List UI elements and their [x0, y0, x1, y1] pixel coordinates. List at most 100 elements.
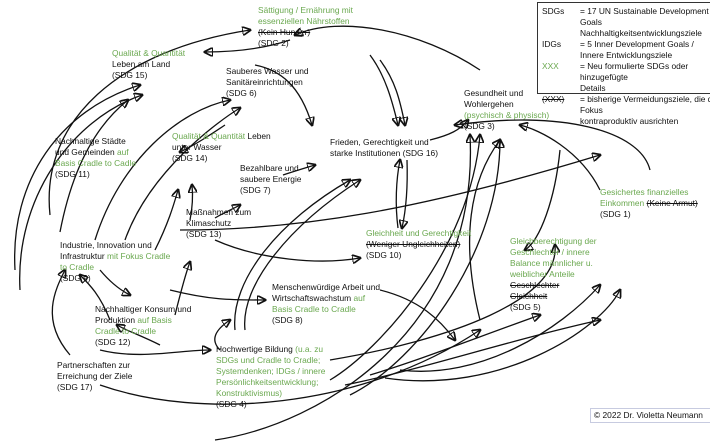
legend-text: Details [580, 83, 606, 93]
node-label: Infrastruktur [60, 251, 105, 261]
node-sdg7: Bezahlbare und saubere Energie (SDG 7) [240, 163, 301, 196]
node-sdg4: Hochwertige Bildung (u.a. zu SDGs und Cr… [216, 344, 325, 410]
node-code: (SDG 11) [55, 169, 90, 179]
node-label: Systemdenken; IDGs / innere [216, 366, 326, 376]
node-label: saubere Energie [240, 174, 302, 184]
node-label: mit Fokus Cradle [107, 251, 171, 261]
arrow [99, 350, 210, 356]
arrow [379, 59, 405, 125]
node-label: Sättigung / Ernährung mit [258, 5, 353, 15]
node-label: Basis Cradle to Cadle [55, 158, 136, 168]
node-label-old: (Weniger Ungleichheiten) [366, 239, 461, 249]
arrow [99, 269, 130, 295]
legend-key: IDGs [542, 39, 562, 49]
node-code: (SDG 13) [186, 229, 222, 239]
node-label: to Cradle [60, 262, 94, 272]
node-code: (SDG 5) [510, 302, 541, 312]
node-label: Geschlechter / innere [510, 247, 590, 257]
node-sdg2: Sättigung / Ernährung mit essenziellen N… [258, 5, 353, 49]
legend-text: Innere Entwicklungsziele [580, 50, 673, 60]
arrow [214, 239, 360, 261]
arrow [429, 120, 468, 141]
node-code: (SDG 3) [464, 121, 495, 131]
arrow [379, 289, 455, 340]
node-code: (SDG 6) [226, 88, 257, 98]
node-sdg10: Gleichheit und Gerechtigkeit (Weniger Un… [366, 228, 471, 261]
node-code: (SDG 9) [60, 273, 91, 283]
node-sdg11: Nachhaltige Städte und Gemeinden auf Bas… [55, 136, 136, 180]
legend-key: (XXX) [542, 94, 565, 104]
arrow [396, 160, 400, 229]
arrow [179, 155, 600, 231]
legend-key-spacer [542, 50, 580, 61]
arrow [59, 100, 128, 233]
node-label: Gesundheit und [464, 88, 524, 98]
node-label: (u.a. zu [295, 344, 324, 354]
arrow [295, 25, 481, 71]
node-sdg13: Maßnahmen zum Klimaschutz (SDG 13) [186, 207, 251, 240]
legend-text: = 17 UN Sustainable Development Goals [580, 6, 709, 27]
node-code: (SDG 15) [112, 70, 148, 80]
legend-row-new-cont: Details [542, 83, 710, 94]
node-label: Erreichung der Ziele [57, 371, 133, 381]
node-label: und Gemeinden [55, 147, 115, 157]
arrow [154, 190, 178, 251]
node-code: (SDG 7) [240, 185, 271, 195]
legend-text: = Neu formulierte SDGs oder hinzugefügte [580, 61, 689, 82]
node-sdg17: Partnerschaften zur Erreichung der Ziele… [57, 360, 132, 393]
legend-key-spacer [542, 28, 580, 39]
node-sdg8: Menschenwürdige Arbeit und Wirtschaftswa… [272, 282, 380, 326]
node-label: Klimaschutz [186, 218, 232, 228]
legend-text: kontraproduktiv ausrichten [580, 116, 679, 126]
node-label: Sanitäreinrichtungen [226, 77, 303, 87]
node-label: Qualität & Quantität [172, 131, 246, 141]
arrow [180, 124, 226, 152]
node-label: (psychisch & physisch) [464, 110, 550, 120]
node-label: Nachhaltiger Konsum und [95, 304, 192, 314]
node-label-old: Gleichheit [510, 291, 548, 301]
arrow [369, 54, 398, 125]
arrow [80, 275, 111, 321]
node-label: Produktion [95, 315, 136, 325]
node-label: Cradle to Cradle [95, 326, 156, 336]
node-label: Basis Cradle to Cradle [272, 304, 356, 314]
arrow [205, 39, 291, 52]
node-code: (SDG 17) [57, 382, 93, 392]
node-code: (SDG 4) [216, 399, 247, 409]
node-code: (SDG 2) [258, 38, 289, 48]
node-label: unter Wasser [172, 142, 222, 152]
node-code: (SDG 14) [172, 153, 208, 163]
legend-text: = 5 Inner Development Goals / [580, 39, 694, 49]
arrow [525, 149, 561, 250]
legend-text: = bisherige Vermeidungsziele, die den Fo… [580, 94, 710, 115]
node-label: Sauberes Wasser und [226, 66, 309, 76]
node-sdg5: Gleichberechtigung der Geschlechter / in… [510, 236, 597, 313]
node-code: (SDG 10) [366, 250, 402, 260]
legend-row-idgs-cont: Innere Entwicklungsziele [542, 50, 710, 61]
arrow [19, 95, 142, 291]
node-label: Balance männlicher u. [510, 258, 593, 268]
arrow [117, 325, 161, 346]
node-label: Persönlichkeitsentwicklung; [216, 377, 319, 387]
node-label-old: (Kein Hunger) [258, 27, 311, 37]
legend-row-new: XXX = Neu formulierte SDGs oder hinzugef… [542, 61, 710, 83]
arrow [214, 320, 230, 351]
node-label: SDGs und Cradle to Cradle; [216, 355, 321, 365]
node-label: Menschenwürdige Arbeit und [272, 282, 381, 292]
arrow [282, 165, 315, 176]
node-label: Industrie, Innovation und [60, 240, 152, 250]
arrow [214, 135, 470, 441]
arrow [174, 262, 190, 316]
arrow [214, 205, 240, 219]
arrow [51, 270, 71, 356]
arrow [190, 185, 193, 221]
arrow [520, 125, 601, 191]
node-label: Bezahlbare und [240, 163, 299, 173]
node-label-old: Geschlechter [510, 280, 560, 290]
arrow [344, 320, 600, 386]
arrow [244, 180, 360, 331]
arrow [329, 245, 555, 361]
arrow [169, 289, 265, 300]
legend-row-sdgs-cont: Nachhaltigkeitsentwicklungsziele [542, 28, 710, 39]
